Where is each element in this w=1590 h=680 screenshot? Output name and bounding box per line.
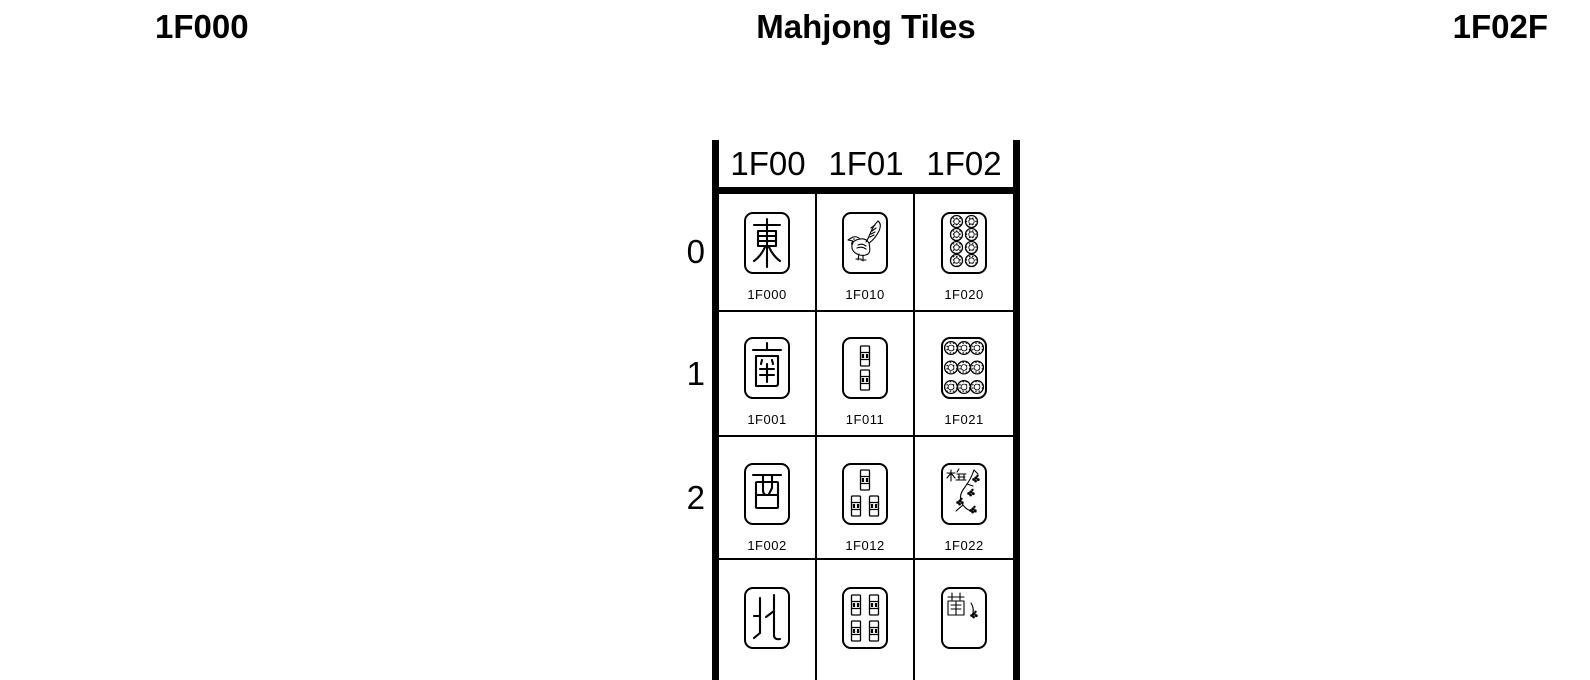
codepoint-label: 1F000 xyxy=(747,287,787,302)
code-chart-table: 1F00 1F01 1F02 0 1F000 1F010 1F020 1 1F001 1F011… xyxy=(687,140,1020,680)
codepoint-label: 1F022 xyxy=(944,538,984,553)
chart-cell-1F021: 1F021 xyxy=(915,312,1013,435)
row-label-2: 2 xyxy=(686,478,705,516)
chart-cell-1F020: 1F020 xyxy=(915,194,1013,310)
codepoint-label: 1F012 xyxy=(845,538,885,553)
codepoint-label: 1F020 xyxy=(944,287,984,302)
column-header-1F01: 1F01 xyxy=(828,144,904,182)
mahjong-eight-of-circles-tile-icon xyxy=(941,212,987,274)
chart-row-2: 2 1F002 1F012 1F022 xyxy=(687,437,1013,560)
chart-row-3 xyxy=(719,560,1013,680)
chart-cell-1F010: 1F010 xyxy=(817,194,915,310)
column-header-1F00: 1F00 xyxy=(730,144,806,182)
mahjong-three-of-bamboos-tile-icon xyxy=(842,463,888,525)
mahjong-plum-flower-tile-icon xyxy=(941,463,987,525)
mahjong-east-wind-tile-icon xyxy=(744,212,790,274)
mahjong-west-wind-tile-icon xyxy=(744,463,790,525)
chart-cell-mahjong-orchid-flower-tile xyxy=(915,560,1013,680)
mahjong-one-of-bamboos-bird-tile-icon xyxy=(842,212,888,274)
chart-cell-1F011: 1F011 xyxy=(817,312,915,435)
chart-cell-1F001: 1F001 xyxy=(719,312,817,435)
codepoint-label: 1F001 xyxy=(747,412,787,427)
row-label-0: 0 xyxy=(686,233,705,270)
chart-row-1: 1 1F001 1F011 1F021 xyxy=(687,312,1013,437)
codepoint-label: 1F010 xyxy=(845,287,885,302)
chart-grid: 0 1F000 1F010 1F020 1 1F001 1F011 1F021 2 1F002 1F… xyxy=(687,194,1020,680)
chart-cell-mahjong-north-wind-tile xyxy=(719,560,817,680)
chart-cell-1F002: 1F002 xyxy=(719,437,817,558)
column-header-row: 1F00 1F01 1F02 xyxy=(712,140,1020,187)
mahjong-south-wind-tile-icon xyxy=(744,337,790,399)
chart-cell-1F000: 1F000 xyxy=(719,194,817,310)
mahjong-two-of-bamboos-tile-icon xyxy=(842,337,888,399)
mahjong-nine-of-circles-tile-icon xyxy=(941,337,987,399)
codepoint-label: 1F021 xyxy=(944,412,984,427)
header-rule xyxy=(712,187,1020,194)
mahjong-north-wind-tile-icon xyxy=(744,587,790,649)
codepoint-label: 1F002 xyxy=(747,538,787,553)
chart-cell-1F012: 1F012 xyxy=(817,437,915,558)
chart-cell-mahjong-four-of-bamboos-tile xyxy=(817,560,915,680)
mahjong-four-of-bamboos-tile-icon xyxy=(842,587,888,649)
mahjong-orchid-flower-tile-icon xyxy=(941,587,987,649)
page-title: Mahjong Tiles xyxy=(756,8,976,45)
chart-row-0: 0 1F000 1F010 1F020 xyxy=(687,194,1013,312)
row-label-1: 1 xyxy=(686,354,705,392)
column-header-1F02: 1F02 xyxy=(926,144,1002,182)
codepoint-label: 1F011 xyxy=(845,412,885,427)
block-end-code: 1F02F xyxy=(1452,8,1548,45)
block-start-code: 1F000 xyxy=(155,8,249,45)
chart-cell-1F022: 1F022 xyxy=(915,437,1013,558)
